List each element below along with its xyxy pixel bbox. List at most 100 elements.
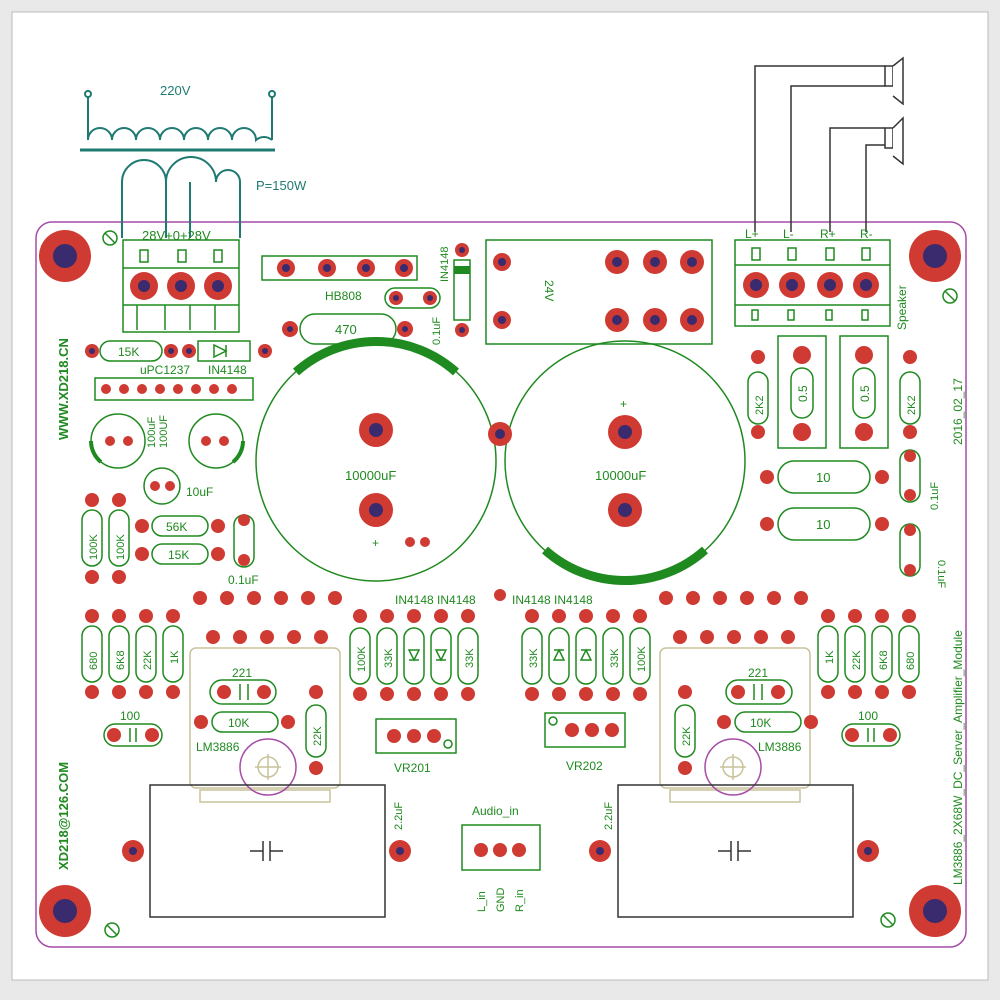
date-label: 2016_02_17 xyxy=(951,378,965,445)
upc-diode-label: IN4148 xyxy=(208,363,247,377)
resistor-56k-label: 56K xyxy=(166,520,187,534)
pad-row-upper xyxy=(193,589,808,605)
resistor-15k-top-label: 15K xyxy=(118,345,139,359)
relay-label: 24V xyxy=(542,280,556,301)
resistor-33k-l1-label: 33K xyxy=(383,648,395,668)
resistor-680-r-label: 680 xyxy=(905,652,917,670)
audio-pin-l-in: L_in xyxy=(476,891,488,912)
screw-icon xyxy=(102,230,118,246)
diode-top xyxy=(453,243,471,337)
resistor-10-b-label: 10 xyxy=(816,517,830,532)
audio-input-connector xyxy=(461,824,541,871)
cap-100-right-label: 100 xyxy=(858,709,878,723)
ic-left-label: LM3886 xyxy=(196,740,240,754)
cap-100uf-b-label: 100UF xyxy=(158,415,170,448)
resistor-15k-top xyxy=(85,340,272,362)
vr-left-label: VR201 xyxy=(394,761,431,775)
ic-right-label: LM3886 xyxy=(758,740,802,754)
resistor-221-l-label: 221 xyxy=(232,666,252,680)
right-input-resistors xyxy=(521,627,651,685)
resistor-22k-l-label: 22K xyxy=(142,650,154,670)
cap-top-label: 0.1uF xyxy=(431,317,443,345)
power-terminal-pads xyxy=(130,272,232,300)
upc1237-chip xyxy=(94,377,254,401)
cap-01-right-pair xyxy=(899,449,921,577)
main-cap-left-label: 10000uF xyxy=(345,468,396,483)
mounting-hole xyxy=(909,230,961,282)
left-feedback-resistors xyxy=(81,625,184,683)
mounting-hole xyxy=(39,885,91,937)
vr201 xyxy=(375,718,457,754)
speaker-pin-l-plus: L+ xyxy=(745,227,759,241)
cap-22uf-right xyxy=(589,784,879,918)
drawing-sheet xyxy=(11,11,989,981)
resistor-33k-l2-label: 33K xyxy=(464,648,476,668)
resistor-221-l xyxy=(209,679,277,705)
cap-100-left xyxy=(103,723,163,747)
speaker-label: Speaker xyxy=(895,285,909,330)
email-label: XD218@126.COM xyxy=(56,762,71,870)
cap-01-r2-label: 0.1uF xyxy=(935,560,947,588)
cap-100uf-pair xyxy=(88,413,246,469)
cap-10uf-label: 10uF xyxy=(186,485,213,499)
vr-right-label: VR202 xyxy=(566,759,603,773)
diodes-left-label: IN4148 IN4148 xyxy=(395,593,476,607)
resistor-15k-mid xyxy=(135,543,225,565)
upc-label: uPC1237 xyxy=(140,363,190,377)
screw-icons xyxy=(102,230,958,938)
mounting-hole xyxy=(909,885,961,937)
resistor-6k8-r-label: 6K8 xyxy=(878,650,890,670)
cap-100-left-label: 100 xyxy=(120,709,140,723)
diode-top-label: IN4148 xyxy=(439,247,451,282)
resistor-1k-l-label: 1K xyxy=(169,650,181,664)
main-cap-right-plus: + xyxy=(620,397,627,411)
resistor-2k2-b-label: 2K2 xyxy=(906,395,918,415)
main-cap-right-label: 10000uF xyxy=(595,468,646,483)
left-input-resistors xyxy=(349,627,479,685)
right-feedback-resistors xyxy=(817,625,920,683)
bridge-label: HB808 xyxy=(325,289,362,303)
main-cap-right xyxy=(504,340,746,586)
resistor-221-r-label: 221 xyxy=(748,666,768,680)
power-terminal-block xyxy=(122,239,240,333)
resistor-22k-r-label: 22K xyxy=(851,650,863,670)
left-input-pads xyxy=(353,609,475,701)
resistor-100k-pads xyxy=(85,493,126,584)
speaker-terminal-pads xyxy=(743,272,879,298)
cap-10uf xyxy=(143,467,181,505)
cap-22uf-left-label: 2.2uF xyxy=(393,802,405,830)
resistor-22k-l2-label: 22K xyxy=(312,726,324,746)
module-name-label: LM3886_2X68W_DC_Server_Amplifier_Module xyxy=(951,630,965,885)
main-cap-left-plus: + xyxy=(372,536,379,550)
resistor-33k-r1-label: 33K xyxy=(528,648,540,668)
cap-100-right xyxy=(841,723,901,747)
resistor-56k xyxy=(135,515,225,537)
resistor-10k-r-label: 10K xyxy=(750,716,771,730)
resistor-100k-vertical-pair xyxy=(81,509,130,567)
mounting-hole xyxy=(39,230,91,282)
resistor-100k-b-label: 100K xyxy=(115,534,127,560)
cap-100uf-a-label: 100uF xyxy=(146,417,158,448)
resistor-10-a-label: 10 xyxy=(816,470,830,485)
resistor-470-label: 470 xyxy=(335,322,357,337)
board-outline xyxy=(35,221,967,948)
resistor-10k-l xyxy=(194,711,295,733)
website-label: WWW.XD218.CN xyxy=(56,338,71,440)
resistor-22k-r2 xyxy=(674,685,696,775)
vr202 xyxy=(544,712,626,748)
audio-pin-r-in: R_in xyxy=(514,889,526,912)
cap-22uf-left xyxy=(122,784,411,918)
speaker-terminal-block xyxy=(734,239,891,327)
right-sense-pads xyxy=(751,346,917,441)
resistor-2k2-a-label: 2K2 xyxy=(754,395,766,415)
speaker-pin-r-minus: R- xyxy=(860,227,873,241)
right-sense-resistors xyxy=(747,335,921,449)
transformer-primary-label: 220V xyxy=(160,83,191,98)
cap-top xyxy=(384,287,441,309)
left-feedback-pads xyxy=(85,609,180,699)
screw-icon xyxy=(104,922,120,938)
right-input-pads xyxy=(525,609,647,701)
resistor-680-l-label: 680 xyxy=(88,652,100,670)
